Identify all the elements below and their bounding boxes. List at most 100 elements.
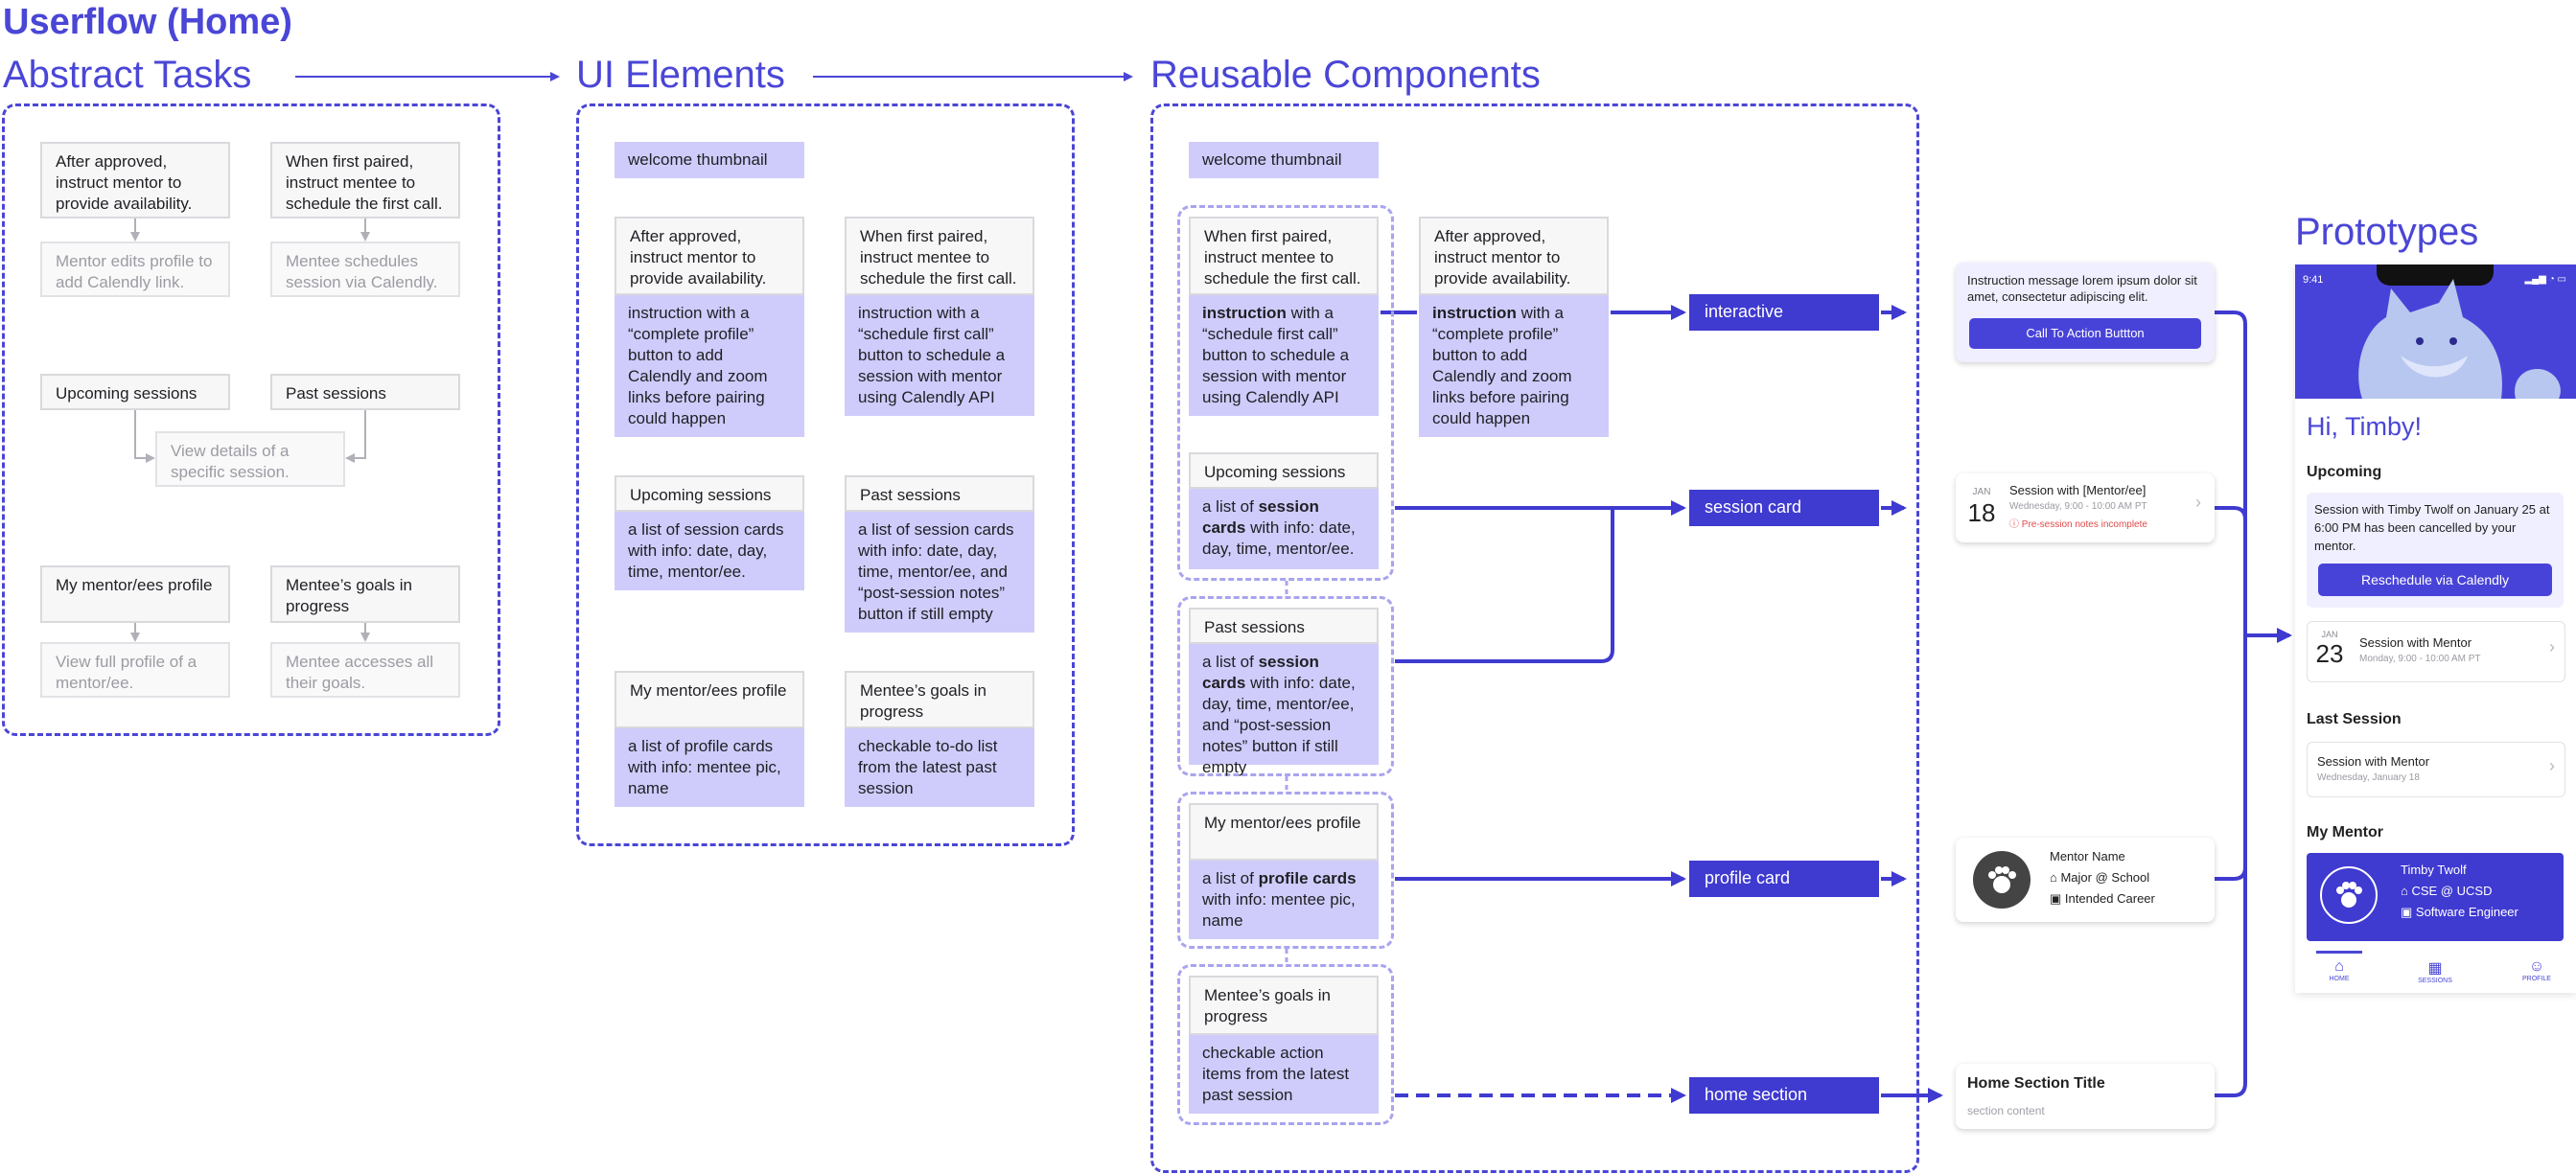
ui-past: Past sessions <box>845 475 1034 512</box>
home-icon: ⌂ <box>2334 958 2344 975</box>
wolf-mascot-icon <box>2358 279 2561 399</box>
group-profile <box>1177 792 1394 949</box>
abstract-profile: My mentor/ees profile <box>40 565 230 623</box>
sample-section-content: section content <box>1967 1104 2045 1117</box>
group-past-sessions <box>1177 596 1394 776</box>
column-heading-abstract: Abstract Tasks <box>3 54 252 96</box>
mentor-card[interactable]: Timby Twolf ⌂ CSE @ UCSD ▣ Software Engi… <box>2307 853 2564 941</box>
upcoming-session-card[interactable]: JAN 23 Session with Mentor Monday, 9:00 … <box>2307 621 2565 682</box>
last-session-card[interactable]: Session with Mentor Wednesday, January 1… <box>2307 742 2565 797</box>
sample-profile-card[interactable]: Mentor Name ⌂ Major @ School ▣ Intended … <box>1956 838 2215 922</box>
abstract-mentee-task: When first paired, instruct mentee to sc… <box>270 142 460 219</box>
ui-past-desc: a list of session cards with info: date,… <box>845 512 1034 633</box>
abstract-profile-sub: View full profile of a mentor/ee. <box>40 642 230 698</box>
reusable-mentor-desc: instruction with a “complete profile” bu… <box>1419 295 1609 437</box>
abstract-mentor-sub: Mentor edits profile to add Calendly lin… <box>40 242 230 297</box>
tab-sessions[interactable]: ▦ SESSIONS <box>2406 958 2464 984</box>
hero-banner: 9:41 ▂▄▆ ◔ ▭ <box>2295 265 2576 399</box>
reusable-profile-desc: a list of profile cards with info: mente… <box>1189 861 1379 939</box>
ui-goals-desc: checkable to-do list from the latest pas… <box>845 728 1034 807</box>
sample-session-time: Wednesday, 9:00 - 10:00 AM PT <box>2009 501 2147 512</box>
abstract-view-details: View details of a specific session. <box>155 431 345 487</box>
upcoming-time: Monday, 9:00 - 10:00 AM PT <box>2359 654 2481 664</box>
person-icon: ☺ <box>2528 958 2545 975</box>
greeting: Hi, Timby! <box>2307 412 2423 441</box>
sample-home-section: Home Section Title section content <box>1956 1064 2215 1129</box>
upcoming-heading: Upcoming <box>2307 464 2382 480</box>
mentor-name: Timby Twolf <box>2401 863 2467 877</box>
reschedule-button[interactable]: Reschedule via Calendly <box>2318 564 2552 596</box>
abstract-tasks-frame <box>2 104 500 736</box>
column-heading-prototypes: Prototypes <box>2295 211 2479 253</box>
ui-profile-desc: a list of profile cards with info: mente… <box>615 728 804 807</box>
component-interactive-instruction: interactive instruction <box>1689 294 1879 356</box>
abstract-goals-sub: Mentee accesses all their goals. <box>270 642 460 698</box>
chevron-right-icon: › <box>2549 756 2555 775</box>
abstract-mentee-sub: Mentee schedules session via Calendly. <box>270 242 460 297</box>
ui-upcoming: Upcoming sessions <box>615 475 804 512</box>
component-session-card: session card <box>1689 490 1879 526</box>
ui-profile: My mentor/ees profile <box>615 671 804 728</box>
briefcase-icon: ▣ <box>2401 905 2416 919</box>
chevron-right-icon: › <box>2549 637 2555 656</box>
calendar-icon: ▦ <box>2427 960 2443 977</box>
ui-welcome: welcome thumbnail <box>615 142 804 178</box>
column-heading-reusable: Reusable Components <box>1150 54 1541 96</box>
sample-session-card[interactable]: JAN 18 Session with [Mentor/ee] Wednesda… <box>1956 473 2215 542</box>
cancel-message: Session with Timby Twolf on January 25 a… <box>2314 502 2550 553</box>
avatar <box>1973 851 2031 909</box>
reusable-mentee-task: When first paired, instruct mentee to sc… <box>1189 217 1379 295</box>
sample-cta-button[interactable]: Call To Action Buttton <box>1969 318 2201 349</box>
graduation-cap-icon: ⌂ <box>2401 884 2412 898</box>
column-heading-ui: UI Elements <box>576 54 785 96</box>
cancel-notice: Session with Timby Twolf on January 25 a… <box>2307 493 2564 608</box>
paw-icon <box>1988 866 2016 893</box>
mentor-school: ⌂ CSE @ UCSD <box>2401 884 2493 898</box>
ui-mentor-task: After approved, instruct mentor to provi… <box>615 217 804 295</box>
group-instruction-sessions <box>1177 205 1394 581</box>
tab-home[interactable]: ⌂ HOME <box>2316 958 2362 982</box>
reusable-past: Past sessions <box>1189 608 1379 644</box>
status-icons: ▂▄▆ ◔ ▭ <box>2524 274 2566 285</box>
paw-icon <box>2336 882 2362 908</box>
mentor-job: ▣ Software Engineer <box>2401 905 2518 919</box>
sample-instruction-text: Instruction message lorem ipsum dolor si… <box>1967 273 2197 304</box>
component-profile-card: profile card <box>1689 861 1879 897</box>
upcoming-day: 23 <box>2315 639 2344 668</box>
upcoming-title: Session with Mentor <box>2359 635 2472 650</box>
sample-mentor-major: ⌂ Major @ School <box>2050 870 2150 885</box>
status-time: 9:41 <box>2303 274 2324 286</box>
abstract-mentor-task: After approved, instruct mentor to provi… <box>40 142 230 219</box>
my-mentor-heading: My Mentor <box>2307 824 2383 840</box>
ui-mentee-task: When first paired, instruct mentee to sc… <box>845 217 1034 295</box>
abstract-upcoming: Upcoming sessions <box>40 374 230 410</box>
abstract-goals: Mentee’s goals in progress <box>270 565 460 623</box>
prototype-phone: 9:41 ▂▄▆ ◔ ▭ Hi, Timby! Upcoming Session… <box>2295 265 2576 993</box>
sample-session-day: 18 <box>1967 498 1996 527</box>
component-home-section: home section <box>1689 1077 1879 1114</box>
sample-instruction-card: Instruction message lorem ipsum dolor si… <box>1956 263 2215 362</box>
sample-mentor-name: Mentor Name <box>2050 849 2125 863</box>
tab-profile[interactable]: ☺ PROFILE <box>2508 958 2565 982</box>
chevron-right-icon: › <box>2195 493 2201 512</box>
reusable-components-frame <box>1150 104 1919 1173</box>
reusable-goals: Mentee’s goals in progress <box>1189 976 1379 1035</box>
ui-goals: Mentee’s goals in progress <box>845 671 1034 728</box>
sample-section-title: Home Section Title <box>1967 1075 2105 1092</box>
sample-session-month: JAN <box>1972 487 1991 497</box>
graduation-cap-icon: ⌂ <box>2050 870 2061 885</box>
nav-active-indicator <box>2316 951 2362 954</box>
bottom-nav: ⌂ HOME ▦ SESSIONS ☺ PROFILE <box>2295 951 2576 993</box>
reusable-profile: My mentor/ees profile <box>1189 803 1379 861</box>
phone-notch <box>2377 265 2494 286</box>
sample-mentor-career: ▣ Intended Career <box>2050 891 2155 906</box>
last-session-date: Wednesday, January 18 <box>2317 772 2420 783</box>
last-session-title: Session with Mentor <box>2317 754 2430 769</box>
page-title: Userflow (Home) <box>3 2 292 42</box>
warning-icon: ⓘ <box>2009 519 2022 530</box>
ui-upcoming-desc: a list of session cards with info: date,… <box>615 512 804 590</box>
last-session-heading: Last Session <box>2307 711 2402 727</box>
reusable-mentor-task: After approved, instruct mentor to provi… <box>1419 217 1609 295</box>
abstract-past: Past sessions <box>270 374 460 410</box>
